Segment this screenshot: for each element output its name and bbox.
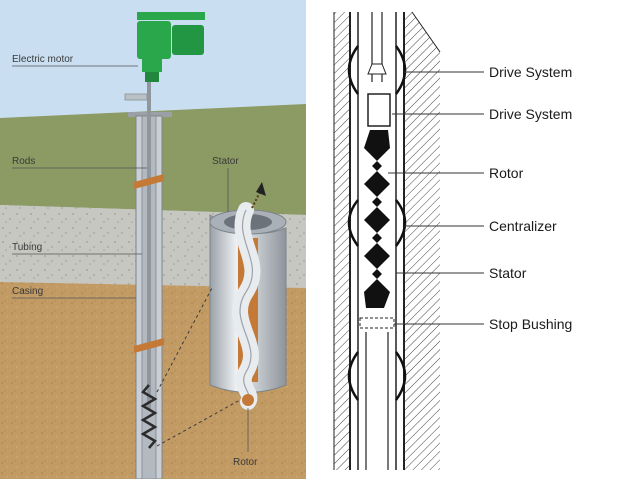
label-stator: Stator	[212, 156, 239, 167]
left-panel: Electric motor Rods Tubing Casing Stator…	[0, 0, 306, 479]
label-stator-right: Stator	[489, 265, 527, 281]
flow-arrow	[256, 182, 266, 196]
label-drive-system-2: Drive System	[489, 106, 572, 122]
motor-body	[137, 21, 171, 59]
right-panel: Drive System Drive System Rotor Centrali…	[333, 11, 572, 470]
rod-clamp	[124, 93, 148, 101]
motor-coupling	[142, 58, 162, 72]
drive-coupling	[367, 93, 391, 127]
zoom-line-bottom	[156, 399, 241, 447]
label-drive-system-1: Drive System	[489, 64, 572, 80]
centralizer-bow-1-right	[394, 45, 407, 95]
label-rotor: Rotor	[233, 457, 258, 468]
casing-cutaway-2	[134, 338, 164, 353]
rotor-schematic	[364, 130, 390, 308]
zoom-line-top	[156, 287, 213, 393]
label-casing: Casing	[12, 286, 43, 297]
rod-string	[147, 80, 151, 410]
stop-bushing	[359, 317, 395, 329]
label-tubing: Tubing	[12, 242, 42, 253]
left-formation	[334, 12, 350, 470]
label-rotor-right: Rotor	[489, 165, 524, 181]
right-formation	[404, 12, 440, 470]
label-centralizer: Centralizer	[489, 218, 557, 234]
motor-base	[145, 72, 159, 82]
centralizer-bow-3-right	[394, 351, 407, 401]
label-rods: Rods	[12, 156, 35, 167]
centralizer-bow-3-left	[347, 351, 360, 401]
centralizer-bow-2-left	[347, 199, 360, 247]
motor-gearbox	[172, 25, 204, 55]
centralizer-bow-1-left	[347, 45, 360, 95]
label-stop-bushing: Stop Bushing	[489, 316, 572, 332]
label-electric-motor: Electric motor	[12, 54, 74, 65]
pump-rotor-helix	[140, 384, 158, 449]
centralizer-bow-2-right	[394, 199, 407, 247]
rotor-helix-outline	[239, 209, 253, 403]
motor-top-bar	[137, 12, 205, 20]
rotor-tip	[242, 394, 254, 406]
casing-cutaway-1	[134, 174, 164, 189]
